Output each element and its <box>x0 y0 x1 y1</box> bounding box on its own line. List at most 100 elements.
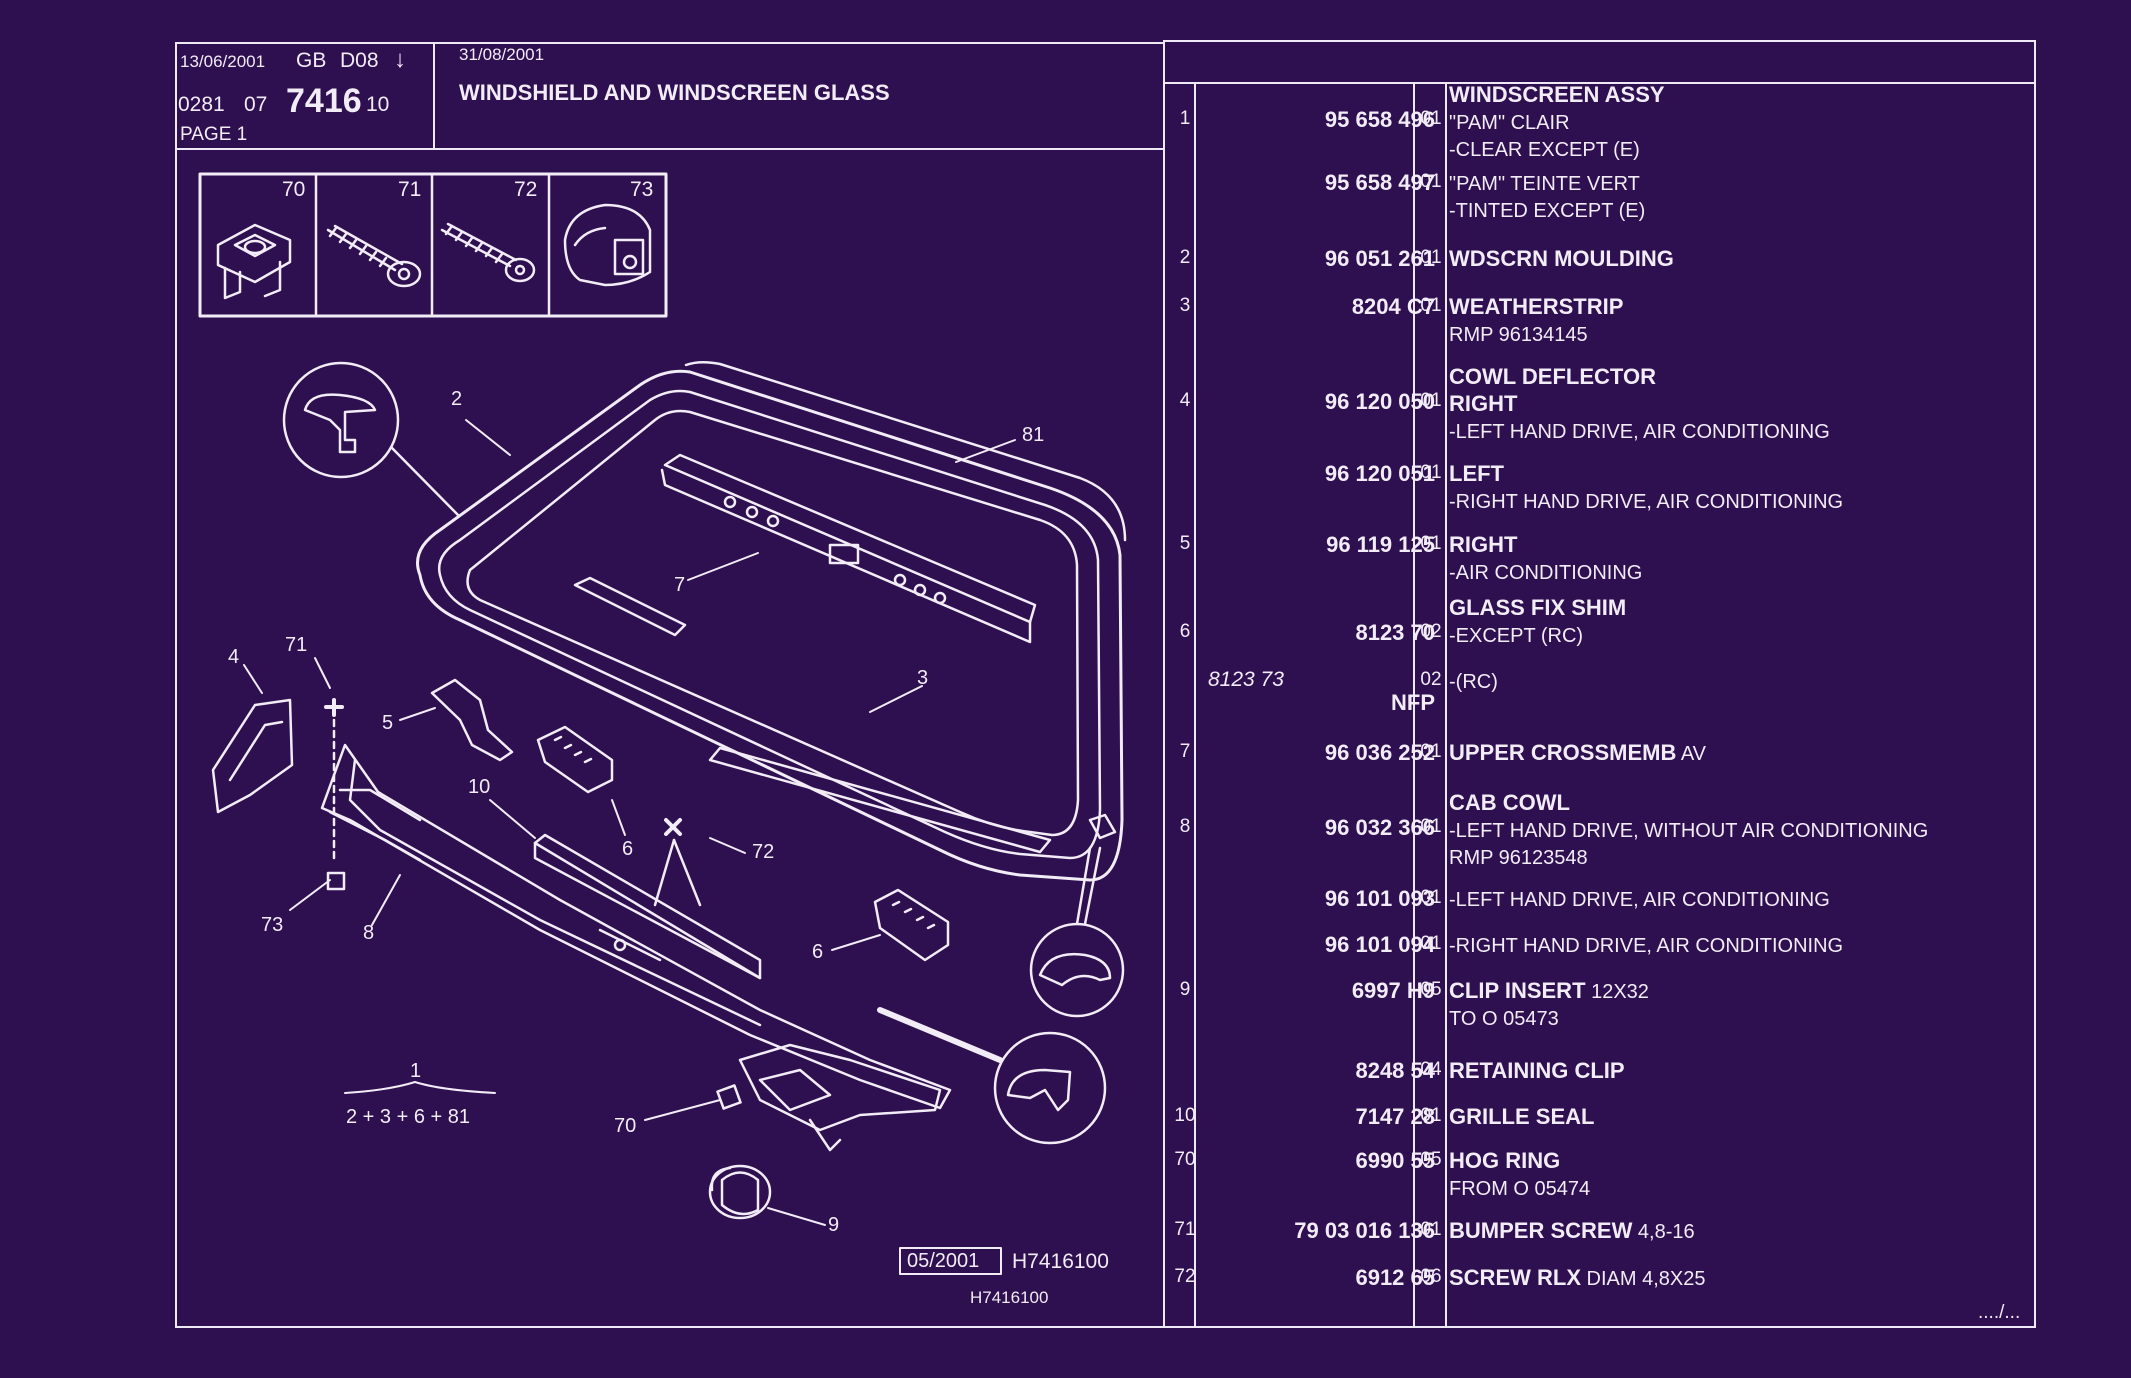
part-number: 95 658 496 <box>1324 107 1435 132</box>
parts-list-header <box>1163 40 2036 84</box>
description-detail: -(RC) <box>1449 671 1498 693</box>
callout-81: 81 <box>1022 424 1045 446</box>
header-language: GB <box>296 49 327 72</box>
part-ref-number: 4 <box>1179 390 1191 411</box>
description-line: -AIR CONDITIONING <box>1449 559 1642 586</box>
part-quantity: 01 <box>1420 816 1442 837</box>
callout-3: 3 <box>917 667 929 689</box>
clip-nut-70-icon <box>216 223 292 300</box>
description-detail: -LEFT HAND DRIVE, AIR CONDITIONING <box>1449 889 1830 911</box>
callout-71: 71 <box>285 634 308 656</box>
description-line: WEATHERSTRIP <box>1449 294 1623 321</box>
edition-box <box>899 1247 1002 1275</box>
header-code: D08 <box>340 49 379 72</box>
cab-cowl <box>320 743 952 1152</box>
screw-72-marker <box>653 818 702 907</box>
description-line: "PAM" TEINTE VERT <box>1449 170 1645 197</box>
description-title: RETAINING CLIP <box>1449 1058 1625 1083</box>
description-line: -LEFT HAND DRIVE, AIR CONDITIONING <box>1449 886 1830 913</box>
part-number: 96 101 093 <box>1324 886 1435 911</box>
part-number: 7147 28 <box>1355 1104 1435 1129</box>
parts-col-divider-qty <box>1413 82 1415 1328</box>
drawing-reference: H7416100 <box>1012 1250 1109 1273</box>
part-quantity: 01 <box>1420 247 1442 268</box>
part-quantity: 01 <box>1420 741 1442 762</box>
description-line: "PAM" CLAIR <box>1449 109 1665 136</box>
glass-fix-shim-lower <box>873 888 950 962</box>
edition-date: 05/2001 <box>907 1250 980 1272</box>
callout-9: 9 <box>828 1214 840 1236</box>
part-description: GLASS FIX SHIM-EXCEPT (RC) <box>1449 595 1626 649</box>
screw-71-marker <box>324 698 344 862</box>
callout-2: 2 <box>451 388 463 410</box>
part-ref-number: 71 <box>1174 1219 1196 1240</box>
part-description: SCREW RLX DIAM 4,8X25 <box>1449 1265 1706 1292</box>
part-description: WINDSCREEN ASSY"PAM" CLAIR-CLEAR EXCEPT … <box>1449 82 1665 163</box>
glass-fix-shim-upper <box>536 725 614 794</box>
bumper-screw-71-icon <box>326 224 422 288</box>
callout-6-upper: 6 <box>622 838 634 860</box>
cowl-detail-circle <box>877 1007 1107 1145</box>
assembly-brace <box>344 1081 496 1094</box>
description-line: SCREW RLX DIAM 4,8X25 <box>1449 1265 1706 1292</box>
description-line: WINDSCREEN ASSY <box>1449 82 1665 109</box>
part-quantity: 05 <box>1420 979 1442 1000</box>
inset-label-71: 71 <box>398 178 422 201</box>
description-line: -RIGHT HAND DRIVE, AIR CONDITIONING <box>1449 932 1843 959</box>
description-line: HOG RING <box>1449 1148 1590 1175</box>
part-description: RIGHT-AIR CONDITIONING <box>1449 532 1642 586</box>
catalogue-number-b: 07 <box>244 93 268 116</box>
hog-ring-70-marker <box>716 1084 742 1110</box>
part-quantity: 05 <box>1420 1149 1442 1170</box>
callout-72: 72 <box>752 841 775 863</box>
clip-insert-9 <box>708 1164 772 1220</box>
description-line: -TINTED EXCEPT (E) <box>1449 197 1645 224</box>
part-number: 96 101 094 <box>1324 932 1435 957</box>
part-description: GRILLE SEAL <box>1449 1104 1594 1131</box>
description-detail: TO O 05473 <box>1449 1008 1559 1030</box>
part-ref-number: 3 <box>1179 295 1191 316</box>
description-title: RIGHT <box>1449 391 1518 416</box>
description-line: WDSCRN MOULDING <box>1449 246 1674 273</box>
part-ref-number: 10 <box>1174 1105 1196 1126</box>
part-number: NFP <box>1391 690 1435 715</box>
description-title: WDSCRN MOULDING <box>1449 246 1674 271</box>
part-description: CAB COWL-LEFT HAND DRIVE, WITHOUT AIR CO… <box>1449 790 1928 871</box>
description-detail: RMP 96134145 <box>1449 324 1588 346</box>
description-detail: RMP 96123548 <box>1449 847 1588 869</box>
description-detail: -EXCEPT (RC) <box>1449 625 1584 647</box>
part-description: WDSCRN MOULDING <box>1449 246 1674 273</box>
part-quantity: 01 <box>1420 108 1442 129</box>
description-detail: AV <box>1676 743 1707 765</box>
revision-date: 31/08/2001 <box>459 45 545 64</box>
part-quantity: 02 <box>1420 669 1442 690</box>
part-ref-number: 8 <box>1179 816 1191 837</box>
description-line: RIGHT <box>1449 391 1830 418</box>
part-quantity: 01 <box>1420 933 1442 954</box>
part-number: 96 120 050 <box>1324 389 1435 414</box>
grille-seal <box>533 833 762 980</box>
inset-label-73: 73 <box>630 178 654 201</box>
part-number: 96 120 051 <box>1324 461 1435 486</box>
screw-rlx-72-icon <box>440 222 536 283</box>
description-detail: -RIGHT HAND DRIVE, AIR CONDITIONING <box>1449 491 1844 513</box>
header-arrow-icon: ↓ <box>394 46 406 73</box>
callout-6-lower: 6 <box>812 941 824 963</box>
description-title: LEFT <box>1449 461 1504 486</box>
description-line: RMP 96123548 <box>1449 844 1928 871</box>
part-number: 96 032 366 <box>1324 815 1435 840</box>
description-title: BUMPER SCREW <box>1449 1218 1633 1243</box>
part-quantity: 01 <box>1420 171 1442 192</box>
description-title: UPPER CROSSMEMB <box>1449 740 1677 765</box>
